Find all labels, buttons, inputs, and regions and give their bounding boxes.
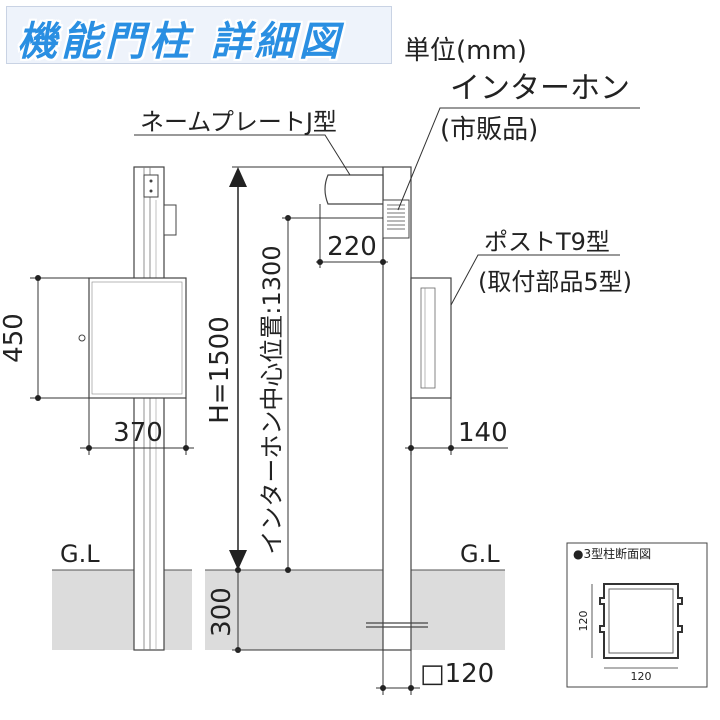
section-width-label: 120: [631, 670, 652, 683]
dim-burial-depth: 300: [207, 587, 237, 637]
side-mailbox: [88, 277, 187, 399]
label-intercom: インターホン: [450, 71, 630, 106]
mailbox-t9: [410, 277, 452, 399]
section-height-label: 120: [577, 611, 590, 632]
side-view: 450 370: [0, 166, 194, 651]
dim-nameplate-offset: 220: [327, 232, 377, 262]
section-profile: [599, 583, 683, 659]
nameplate-j: [324, 174, 384, 205]
gl-label-right: G.L: [460, 540, 500, 568]
front-view: [324, 166, 452, 651]
gl-label-left: G.L: [60, 540, 100, 568]
ground-right: [205, 570, 505, 650]
dim-height: H=1500: [205, 316, 235, 424]
label-post-sub: (取付部品5型): [478, 268, 632, 296]
label-intercom-sub: (市販品): [440, 115, 538, 145]
title-box: 機能門柱 詳細図: [6, 6, 392, 65]
unit-label: 単位(mm): [404, 36, 527, 66]
front-post: [382, 166, 412, 651]
dim-intercom-center: インターホン中心位置:1300: [258, 245, 286, 554]
section-inset-title: ●3型柱断面図: [573, 546, 651, 561]
ground-left: [52, 570, 192, 650]
side-post: [133, 166, 165, 651]
dim-column-size: □120: [420, 659, 494, 689]
dim-mailbox-width: 370: [113, 418, 163, 448]
side-intercom: [163, 204, 177, 236]
intercom-device: [382, 199, 410, 239]
dim-mailbox-height: 450: [0, 313, 29, 363]
label-nameplate: ネームプレートJ型: [140, 108, 337, 136]
diagram-title: 機能門柱 詳細図: [17, 19, 343, 65]
side-nameplate-bracket: [143, 174, 159, 198]
section-inset: ●3型柱断面図 120 120: [566, 542, 708, 688]
label-post: ポストT9型: [484, 228, 610, 256]
dim-post-offset: 140: [458, 418, 508, 448]
